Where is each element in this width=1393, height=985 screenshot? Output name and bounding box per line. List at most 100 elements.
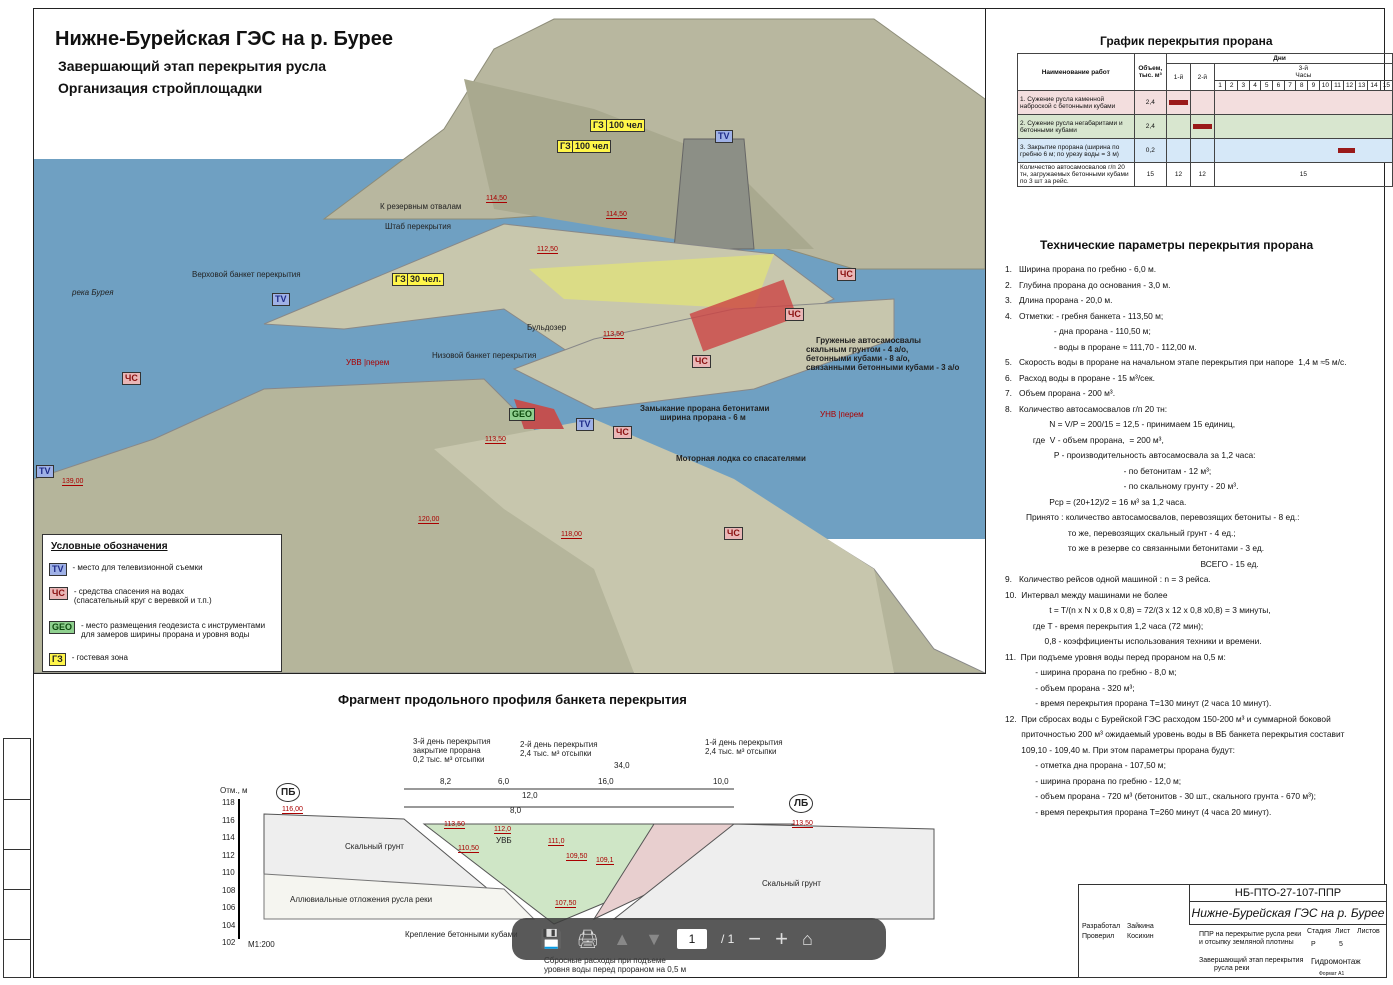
zoom-out-icon[interactable]: − <box>748 926 762 951</box>
legend-row-tv: TV - место для телевизионной съемки <box>49 563 203 576</box>
sheet-divider-horizontal <box>33 673 986 674</box>
tech-line: где V - объем прорана, = 200 м³, <box>1005 434 1164 445</box>
profile-rock-left-label: Скальный грунт <box>345 842 404 851</box>
tech-line: 109,10 - 109,40 м. При этом параметры пр… <box>1005 744 1235 755</box>
sched-hour-4: 4 <box>1248 80 1262 91</box>
page-subtitle-2: Организация стройплощадки <box>58 80 263 96</box>
profile-day3-1: 3-й день перекрытия <box>413 737 491 746</box>
sheet-divider-vertical <box>985 8 986 673</box>
profile-elev-116: 116,00 <box>282 806 303 814</box>
legend-gz-desc: - гостевая зона <box>71 653 128 662</box>
sched-row-4-vol: 15 <box>1133 162 1168 187</box>
sched-day-1: 1-й <box>1166 63 1191 91</box>
sched-row-3-d1 <box>1166 138 1191 163</box>
dim-34: 34,0 <box>614 761 630 770</box>
label-upper-bank: Верховой банкет перекрытия <box>192 270 301 279</box>
sched-hours-label: Часы <box>1295 72 1312 79</box>
tech-line: - объем прорана - 320 м³; <box>1005 682 1135 693</box>
sched-row-3-name: 3. Закрытие прорана (ширина по гребню 6 … <box>1017 138 1135 163</box>
sched-row-2-name: 2. Сужение русла негабаритами и бетонным… <box>1017 114 1135 139</box>
tech-line: N = V/P = 200/15 = 12,5 - принимаем 15 е… <box>1005 419 1236 429</box>
sched-col-days: Дни <box>1166 53 1393 64</box>
legend-geo-desc-1: - место размещения геодезиста с инструме… <box>81 621 266 630</box>
tech-line: - воды в проране ≈ 111,70 - 112,00 м. <box>1005 341 1197 352</box>
profile-elev-107: 107,50 <box>555 900 577 908</box>
tv-marker-mid: TV <box>576 418 594 431</box>
sched-row-1-d2 <box>1189 90 1215 115</box>
gz-marker-1: ГЗ <box>590 119 607 132</box>
print-icon[interactable]: 🖨 <box>576 928 600 949</box>
strip-cell-4 <box>4 939 30 940</box>
legend-geo-tag: GEO <box>49 621 76 634</box>
chs-marker-2: ЧС <box>837 268 856 281</box>
profile-tick: 116 <box>222 815 235 825</box>
tv-marker-bottom: TV <box>36 465 54 478</box>
tv-marker-left: TV <box>272 293 290 306</box>
tech-line: t = T/(n x N x 0,8 x 0,8) = 72/(3 x 12 x… <box>1005 605 1271 615</box>
legend-title: Условные обозначения <box>51 541 168 552</box>
sched-row-2-bar-cell <box>1189 114 1215 139</box>
tech-line: 8. Количество автосамосвалов г/п 20 тн: <box>1005 403 1168 414</box>
sched-row-2-bar <box>1192 124 1212 129</box>
label-uvb: УВВ |перем <box>346 358 390 367</box>
profile-title: Фрагмент продольного профиля банкета пер… <box>338 692 687 707</box>
tech-line: - время перекрытия прорана T=260 минут (… <box>1005 806 1272 817</box>
profile-pb: ПБ <box>276 783 301 802</box>
profile-rock-right-label: Скальный грунт <box>762 879 821 888</box>
tech-line: - дна прорана - 110,50 м; <box>1005 326 1151 336</box>
profile-otm-label: Отм., м <box>220 786 248 795</box>
profile-tick: 114 <box>222 833 235 842</box>
save-icon[interactable]: 💾 <box>540 928 563 949</box>
sched-row-2-d1 <box>1166 114 1191 139</box>
chs-marker-1: ЧС <box>122 372 141 385</box>
profile-scale: М1:200 <box>248 940 275 949</box>
label-closing-1: Замыкание прорана бетонитами <box>640 404 770 413</box>
elev-120: 120,00 <box>418 516 440 524</box>
dim-12: 12,0 <box>522 791 538 800</box>
tech-line: 6. Расход воды в проране - 15 м³/сек. <box>1005 372 1155 383</box>
profile-drawing <box>238 788 935 939</box>
label-trucks-4: связанными бетонными кубами - 3 а/о <box>806 363 960 372</box>
elev-139: 139,00 <box>62 478 84 486</box>
tech-line: - время перекрытия прорана T=130 минут (… <box>1005 698 1272 708</box>
sched-hour-2: 2 <box>1225 80 1239 91</box>
page-number-input[interactable]: 1 <box>676 929 707 949</box>
sched-hour-14: 14 <box>1367 80 1381 91</box>
elev-112: 112,50 <box>537 246 558 254</box>
profile-rock-right <box>612 823 935 920</box>
sched-row-1-d3 <box>1213 90 1393 115</box>
schedule-title: График перекрытия прорана <box>1100 34 1273 48</box>
elev-114-b: 114,50 <box>606 211 627 219</box>
legend-row-geo: GEO - место размещения геодезиста с инст… <box>49 621 265 639</box>
sched-day-2: 2-й <box>1189 63 1215 91</box>
label-lower-bank: Низовой банкет перекрытия <box>432 351 537 360</box>
sched-row-3-vol: 0,2 <box>1133 138 1168 163</box>
schedule-row-4: Количество автосамосвалов г/п 20 тн, заг… <box>1017 162 1393 187</box>
profile-bottom-2: уровня воды перед прораном на 0,5 м <box>544 965 687 974</box>
legend-gz-tag: ГЗ <box>49 653 66 666</box>
profile-day2-1: 2-й день перекрытия <box>520 740 598 749</box>
stamp-org: Гидромонтаж <box>1311 957 1361 966</box>
tech-line: - ширина прорана по гребню - 8,0 м; <box>1005 667 1177 677</box>
access-road <box>434 419 894 673</box>
tech-title: Технические параметры перекрытия прорана <box>1040 238 1314 252</box>
stamp-sheets: Листов <box>1357 928 1380 935</box>
tech-line: 11. При подъеме уровня воды перед проран… <box>1005 651 1226 662</box>
tech-line: то же, перевозящих скальный грунт - 4 ед… <box>1005 527 1236 538</box>
elev-114-a: 114,50 <box>486 195 507 203</box>
truck-fleet <box>689 279 798 352</box>
tech-line: - ширина прорана по гребню - 12,0 м; <box>1005 775 1182 786</box>
tech-line: то же в резерве со связанными бетонитами… <box>1005 543 1265 553</box>
page-up-icon[interactable]: ▲ <box>613 928 632 949</box>
stamp-stage-value: Р <box>1311 941 1316 948</box>
profile-elev-113: 113,50 <box>444 821 465 829</box>
page-title: Нижне-Бурейская ГЭС на р. Бурее <box>55 28 393 50</box>
sched-row-1-vol: 2,4 <box>1133 90 1168 115</box>
label-river: река Бурея <box>72 288 114 297</box>
home-icon[interactable]: ⌂ <box>802 928 813 949</box>
zoom-in-icon[interactable]: + <box>775 926 788 951</box>
profile-tick: 112 <box>222 850 235 860</box>
profile-day3-2: закрытие прорана <box>413 746 481 755</box>
page-down-icon[interactable]: ▼ <box>645 928 663 949</box>
label-boat: Моторная лодка со спасателями <box>676 454 806 463</box>
